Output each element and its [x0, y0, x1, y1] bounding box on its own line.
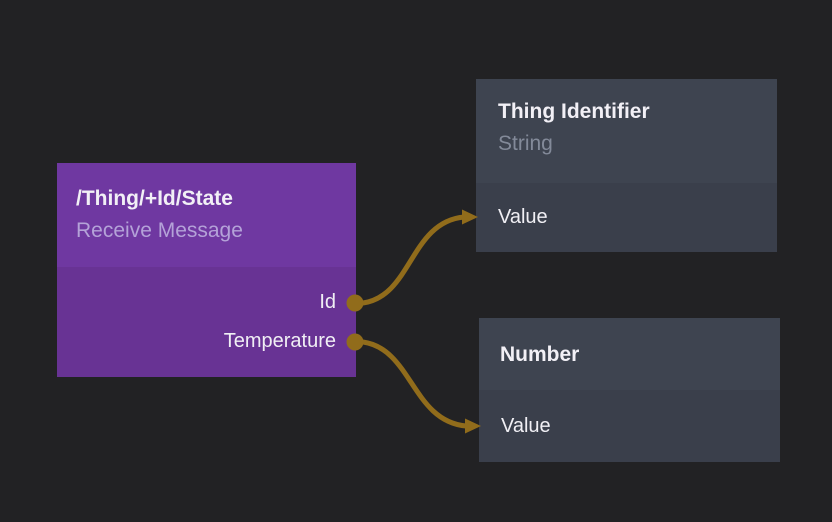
node-thing-identifier-title: Thing Identifier [498, 100, 650, 123]
wire-id-to-thing-identifier-value[interactable] [360, 214, 467, 306]
node-receive-body: Id Temperature [57, 267, 356, 377]
node-receive-message[interactable]: /Thing/+Id/State Receive Message Id Temp… [57, 163, 356, 377]
node-receive-title: /Thing/+Id/State [76, 187, 233, 210]
node-number-title: Number [500, 342, 580, 366]
node-receive-subtitle: Receive Message [76, 219, 243, 242]
output-port-temperature[interactable]: Temperature [57, 322, 356, 361]
input-port-thing-identifier-value[interactable]: Value [476, 183, 777, 252]
output-port-id-label: Id [319, 291, 336, 313]
node-number-header: Number [479, 318, 780, 390]
input-port-value-label: Value [498, 206, 548, 228]
node-number[interactable]: Number Value [479, 318, 780, 462]
node-thing-identifier-header: Thing Identifier String [476, 79, 777, 183]
node-number-body: Value [479, 390, 780, 462]
output-port-temperature-label: Temperature [223, 330, 336, 352]
input-port-number-value[interactable]: Value [479, 390, 780, 462]
node-thing-identifier-body: Value [476, 183, 777, 252]
node-thing-identifier-subtitle: String [498, 132, 553, 155]
input-port-value-label: Value [501, 415, 551, 437]
wire-temperature-to-number-value[interactable] [360, 339, 469, 429]
output-port-id[interactable]: Id [57, 283, 356, 322]
node-receive-header: /Thing/+Id/State Receive Message [57, 163, 356, 267]
node-thing-identifier[interactable]: Thing Identifier String Value [476, 79, 777, 252]
